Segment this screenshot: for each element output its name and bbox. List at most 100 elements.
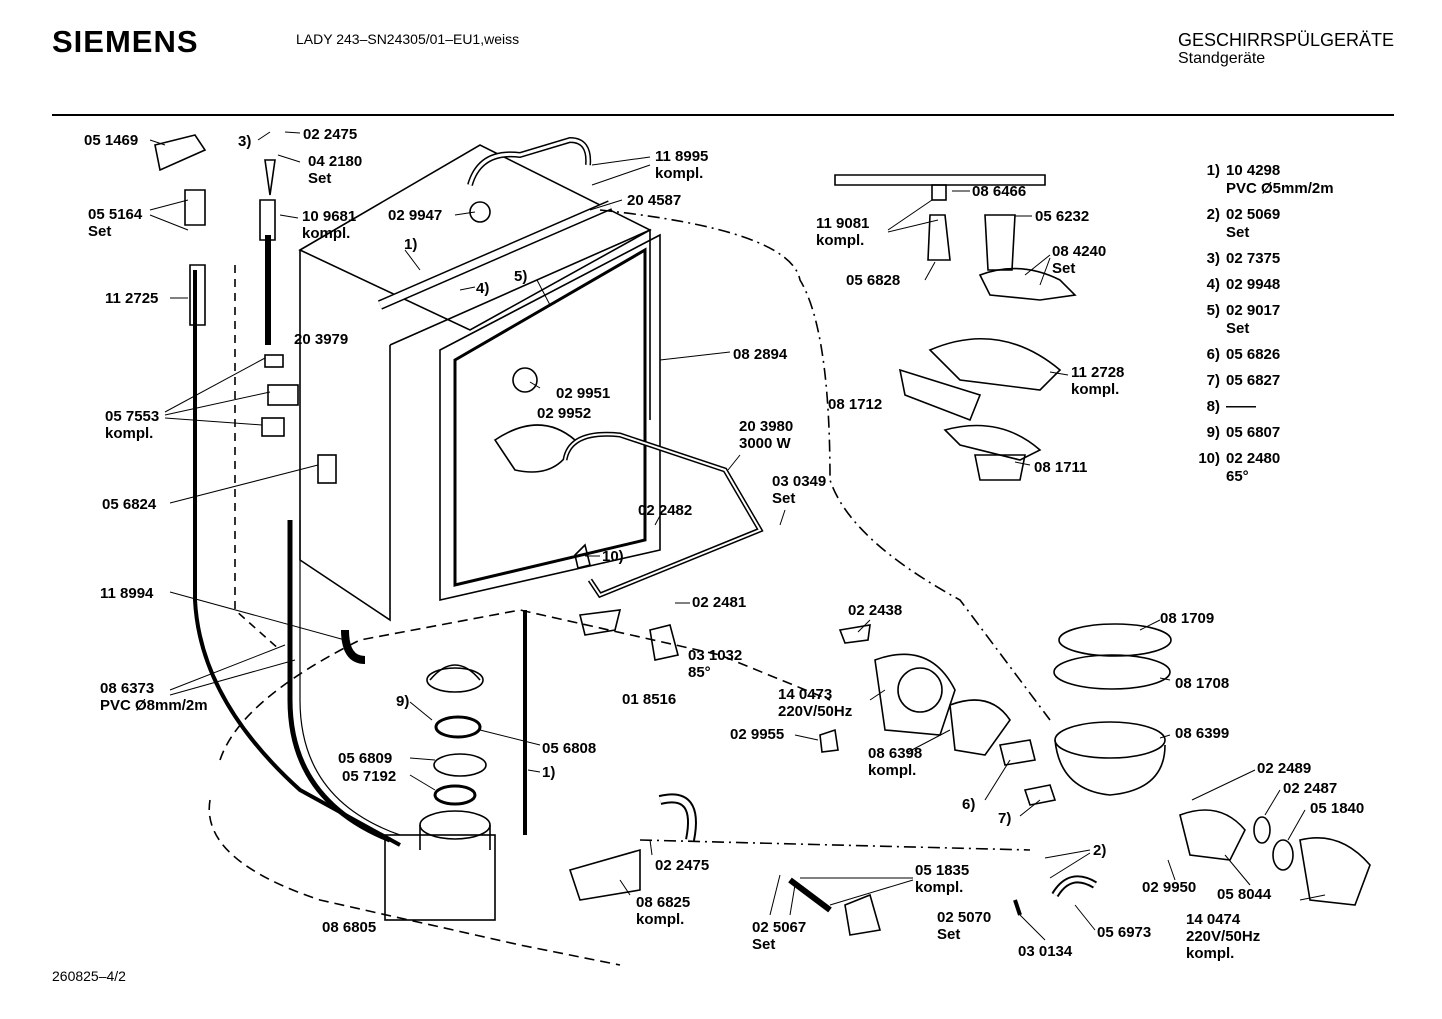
subcategory-title: Standgeräte (1178, 50, 1266, 67)
legend-key: 7) (1206, 372, 1220, 389)
part-label-022489: 02 2489 (1257, 760, 1312, 777)
part-label-118994: 11 8994 (100, 585, 154, 602)
callout-1-bottom: 1) (542, 764, 556, 781)
legend-key: 6) (1206, 346, 1220, 363)
legend-detail: Set (1226, 320, 1250, 337)
part-label-056828: 05 6828 (846, 272, 901, 289)
model-title: LADY 243–SN24305/01–EU1,weiss (296, 31, 520, 47)
part-label-081708: 08 1708 (1175, 675, 1230, 692)
legend-detail: Set (1226, 224, 1250, 241)
callout-3: 3) (238, 133, 252, 150)
legend-key: 10) (1198, 450, 1220, 467)
legend-key: 2) (1206, 206, 1220, 223)
part-label-029955: 02 9955 (730, 726, 785, 743)
callout-2: 2) (1093, 842, 1107, 859)
part-label-204587: 20 4587 (627, 192, 682, 209)
part-label-029950: 02 9950 (1142, 879, 1197, 896)
part-label-022475-bottom: 02 2475 (655, 857, 710, 874)
part-label-086825: 08 6825 kompl. (636, 894, 691, 928)
part-label-081712: 08 1712 (828, 396, 883, 413)
part-label-109681: 10 9681 kompl. (302, 208, 357, 242)
part-label-119081: 11 9081 kompl. (816, 215, 870, 249)
part-label-022475-top: 02 2475 (303, 126, 358, 143)
legend-value: 05 6827 (1226, 372, 1281, 389)
legend-key: 9) (1206, 424, 1220, 441)
part-label-081709: 08 1709 (1160, 610, 1215, 627)
legend-key: 5) (1206, 302, 1220, 319)
part-label-051835: 05 1835 kompl. (915, 862, 970, 896)
part-label-025067: 02 5067 Set (752, 919, 807, 953)
brand-logo: SIEMENS (52, 24, 199, 59)
legend-row: 9) 05 6807 (1196, 424, 1416, 442)
legend-row: 7) 05 6827 (1196, 372, 1416, 390)
legend-detail: PVC Ø5mm/2m (1226, 180, 1334, 197)
part-label-022487: 02 2487 (1283, 780, 1338, 797)
part-label-029952: 02 9952 (537, 405, 592, 422)
part-label-029951: 02 9951 (556, 385, 611, 402)
callout-7: 7) (998, 810, 1012, 827)
legend-value: 02 2480 (1226, 450, 1281, 467)
legend-key: 1) (1206, 162, 1220, 179)
legend-row: 8)—— (1196, 398, 1416, 416)
part-label-051469: 05 1469 (84, 132, 139, 149)
part-label-086398: 08 6398 kompl. (868, 745, 923, 779)
callout-6: 6) (962, 796, 976, 813)
part-label-203980: 20 3980 3000 W (739, 418, 794, 452)
legend-row: 3) 02 7375 (1196, 250, 1416, 268)
part-label-056809: 05 6809 (338, 750, 393, 767)
header-rule (52, 114, 1394, 116)
legend-detail: 65° (1226, 468, 1249, 485)
part-label-086399: 08 6399 (1175, 725, 1230, 742)
part-label-112725: 11 2725 (105, 290, 159, 307)
part-label-082894: 08 2894 (733, 346, 788, 363)
part-label-056232: 05 6232 (1035, 208, 1090, 225)
part-label-030134: 03 0134 (1018, 943, 1073, 960)
part-label-203979: 20 3979 (294, 331, 349, 348)
part-label-056808: 05 6808 (542, 740, 597, 757)
legend-value: 02 9017 (1226, 302, 1281, 319)
part-label-018516: 01 8516 (622, 691, 677, 708)
part-label-022482: 02 2482 (638, 502, 693, 519)
legend-row: 4) 02 9948 (1196, 276, 1416, 294)
part-label-042180: 04 2180 Set (308, 153, 363, 187)
part-label-031032: 03 1032 85° (688, 647, 743, 681)
part-label-022481: 02 2481 (692, 594, 747, 611)
part-label-057553: 05 7553 kompl. (105, 408, 160, 442)
part-label-086466: 08 6466 (972, 183, 1027, 200)
part-label-140473: 14 0473 220V/50Hz (778, 686, 853, 720)
part-label-029947: 02 9947 (388, 207, 443, 224)
part-label-055164: 05 5164 Set (88, 206, 143, 240)
part-label-140474: 14 0474 220V/50Hz kompl. (1186, 911, 1261, 962)
part-label-058044: 05 8044 (1217, 886, 1272, 903)
legend-key: 3) (1206, 250, 1220, 267)
legend-value: 10 4298 (1226, 162, 1281, 179)
part-label-086805: 08 6805 (322, 919, 377, 936)
legend-value: 05 6826 (1226, 346, 1281, 363)
callout-1-top: 1) (404, 236, 418, 253)
legend-value: 02 5069 (1226, 206, 1281, 223)
part-label-057192: 05 7192 (342, 768, 397, 785)
part-label-051840: 05 1840 (1310, 800, 1365, 817)
part-label-118995: 11 8995 kompl. (655, 148, 709, 182)
legend-value: 05 6807 (1226, 424, 1281, 441)
callout-9: 9) (396, 693, 410, 710)
category-title: GESCHIRRSPÜLGERÄTE (1178, 30, 1395, 50)
legend-key: 8) (1206, 398, 1220, 415)
part-label-084240: 08 4240 Set (1052, 243, 1107, 277)
callout-4: 4) (476, 280, 490, 297)
legend-value: 02 9948 (1226, 276, 1281, 293)
legend-key: 4) (1206, 276, 1220, 293)
part-label-056973: 05 6973 (1097, 924, 1152, 941)
legend-value: 02 7375 (1226, 250, 1281, 267)
callout-5: 5) (514, 268, 528, 285)
part-label-022438: 02 2438 (848, 602, 903, 619)
part-label-030349: 03 0349 Set (772, 473, 827, 507)
callout-10: 10) (602, 548, 624, 565)
part-label-025070: 02 5070 Set (937, 909, 992, 943)
